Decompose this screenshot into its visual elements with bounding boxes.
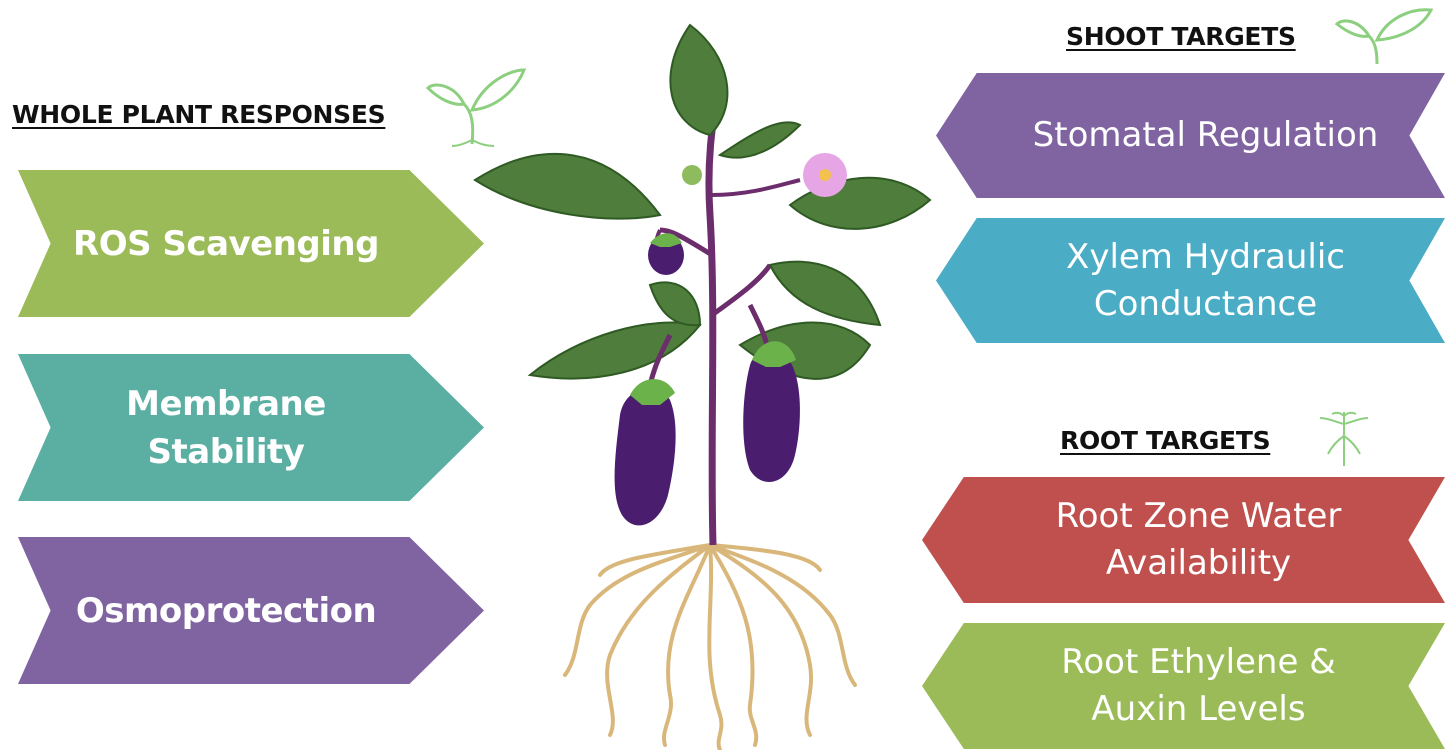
stomatal-regulation-arrow: Stomatal Regulation (936, 73, 1445, 198)
eggplant-plant-illustration (470, 15, 940, 750)
root-zone-water-availability-arrow: Root Zone Water Availability (922, 477, 1445, 603)
sprout-icon (1335, 6, 1435, 66)
stomatal-regulation-label: Stomatal Regulation (993, 112, 1389, 159)
ros-scavenging-arrow: ROS Scavenging (18, 170, 484, 317)
shoot-targets-heading: SHOOT TARGETS (1066, 22, 1296, 51)
xylem-hydraulic-conductance-arrow: Xylem Hydraulic Conductance (936, 218, 1445, 343)
root-zone-water-availability-label: Root Zone Water Availability (994, 493, 1374, 587)
osmoprotection-label: Osmoprotection (56, 587, 446, 635)
root-ethylene-auxin-levels-arrow: Root Ethylene & Auxin Levels (922, 623, 1445, 749)
leaves (475, 25, 930, 379)
root-icon (1318, 410, 1370, 468)
roots (565, 545, 855, 750)
root-ethylene-auxin-levels-label: Root Ethylene & Auxin Levels (999, 639, 1369, 733)
flower-icon (803, 153, 847, 197)
membrane-stability-arrow: Membrane Stability (18, 354, 484, 501)
whole-plant-responses-heading: WHOLE PLANT RESPONSES (12, 100, 385, 129)
ros-scavenging-label: ROS Scavenging (53, 220, 449, 268)
membrane-stability-label: Membrane Stability (111, 380, 341, 476)
osmoprotection-arrow: Osmoprotection (18, 537, 484, 684)
xylem-hydraulic-conductance-label: Xylem Hydraulic Conductance (1016, 234, 1366, 328)
root-targets-heading: ROOT TARGETS (1060, 426, 1270, 455)
